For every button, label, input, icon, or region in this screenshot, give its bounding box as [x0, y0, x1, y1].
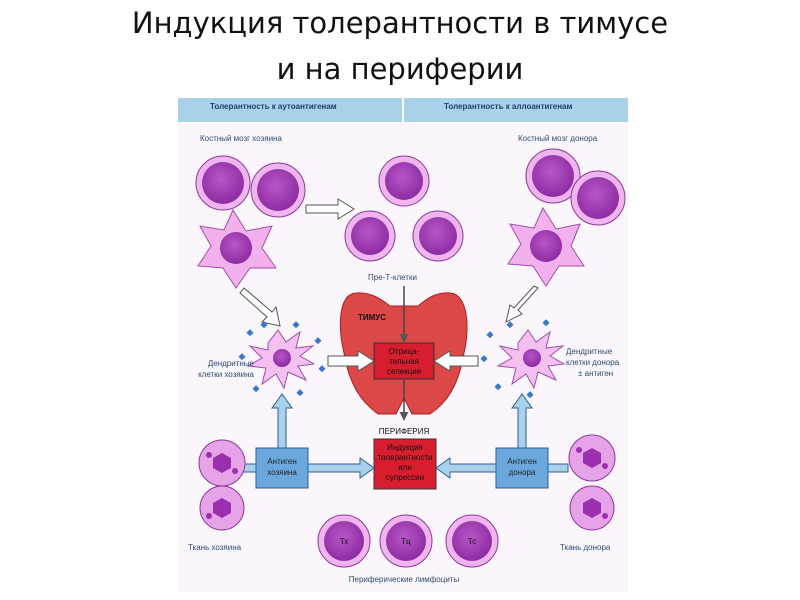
- antigen-host-line1: Антиген: [267, 457, 297, 466]
- induction-line4: супрессии: [386, 473, 424, 482]
- label-bone-marrow-host: Костный мозг хозяина: [200, 134, 282, 143]
- antigen-donor-line1: Антиген: [507, 457, 537, 466]
- header-bar: [178, 98, 628, 122]
- host-bone-marrow-cells: [195, 155, 306, 289]
- pre-t-cells: [344, 155, 464, 262]
- page-title: Индукция толерантности в тимусе: [131, 6, 669, 40]
- dc-donor-line1: Дендритные: [566, 347, 613, 356]
- lymphocyte-tc: Тц: [401, 537, 411, 546]
- induction-line2: толерантности: [378, 453, 433, 462]
- neg-sel-line2: тельная: [389, 357, 419, 366]
- header-left: Толерантность к аутоантигенам: [210, 102, 337, 111]
- dendritic-cell-donor: [480, 319, 566, 399]
- page-title-line2: и на периферии: [276, 52, 524, 86]
- antigen-donor-box: [435, 393, 569, 489]
- dc-host-line1: Дендритные: [208, 359, 255, 368]
- dc-donor-line3: ± антиген: [578, 369, 613, 378]
- label-pre-t-cells: Пре-Т-клетки: [368, 273, 417, 282]
- arrow-to-pre-t: [305, 198, 355, 220]
- host-tissue: [198, 439, 246, 531]
- lymphocyte-ts: Тс: [468, 537, 476, 546]
- neg-sel-line1: Отрица-: [389, 347, 420, 356]
- tolerance-diagram: Толерантность к аутоантигенам Толерантно…: [178, 98, 628, 592]
- periphery-label: ПЕРИФЕРИЯ: [379, 427, 430, 436]
- antigen-donor-line2: донора: [509, 468, 536, 477]
- lymphocyte-th: Тх: [340, 537, 349, 546]
- neg-sel-line3: селекция: [387, 367, 421, 376]
- arrow-dc-donor-to-selection: [433, 350, 479, 372]
- arrow-donor-to-dc: [505, 285, 539, 323]
- peripheral-lymphocytes: [317, 514, 499, 568]
- antigen-host-box: [239, 393, 375, 489]
- arrow-host-to-dc: [239, 287, 281, 327]
- thymus-label: ТИМУС: [358, 313, 386, 322]
- label-bone-marrow-donor: Костный мозг донора: [518, 134, 598, 143]
- label-tissue-donor: Ткань донора: [560, 543, 611, 552]
- induction-line3: или: [398, 463, 412, 472]
- induction-line1: Индукция: [387, 443, 423, 452]
- induction-box: [373, 438, 437, 490]
- label-tissue-host: Ткань хозяина: [188, 543, 242, 552]
- antigen-host-line2: хозяина: [267, 468, 297, 477]
- header-right: Толерантность к аллоантигенам: [444, 102, 573, 111]
- dc-host-line2: клетки хозяина: [198, 370, 254, 379]
- label-peripheral-lymphocytes: Периферические лимфоциты: [349, 575, 460, 584]
- donor-bone-marrow-cells: [507, 148, 626, 287]
- dc-donor-line2: клетки донора: [566, 358, 620, 367]
- arrow-dc-host-to-selection: [327, 350, 375, 372]
- donor-tissue: [568, 434, 616, 531]
